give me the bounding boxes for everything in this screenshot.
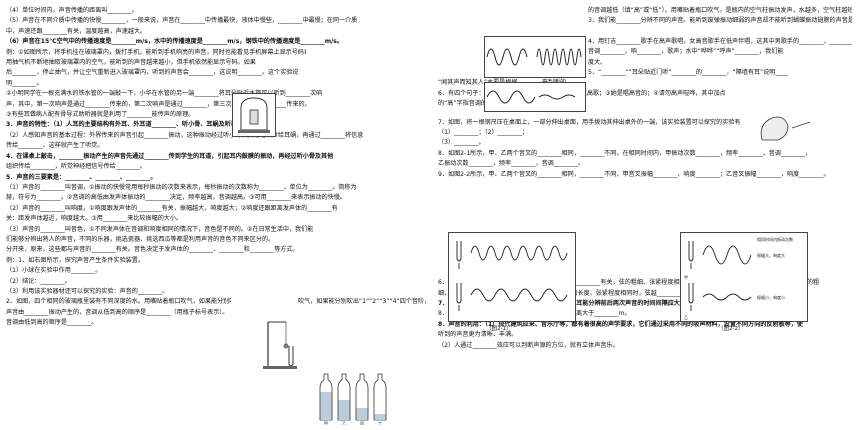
- text-line: 用抽气机不断地抽取玻璃罩内的空气，能听到的声音越来越小，但手机依然能显示号码。如…: [6, 59, 256, 67]
- figure-caption: （图2-2）: [718, 326, 744, 332]
- text-line: 组织传给________，听觉神经把信号传给________。: [6, 163, 147, 171]
- text-line: （3）________。: [438, 139, 485, 147]
- text-line: 例：1、如右图所示，探究声音产生条件实验装置。: [6, 256, 144, 264]
- text-line: （3）利用该实验器材还可以探究的实验：声音的________。: [6, 287, 169, 295]
- text-line: 8．如图2-1所示，甲、乙两个音叉的________相同，________不同，…: [438, 149, 812, 157]
- bell-jar-figure: [232, 93, 276, 137]
- figure-label: 相同时间内振动次数: [757, 236, 793, 242]
- figure-2-2: 相同时间内振动次数 甲 乙 振幅大，响度大 振幅小，响度小: [680, 232, 808, 322]
- text-line: （2）人通过________效应可以判断声源的方位，就有立体声音乐。: [438, 341, 619, 349]
- tuning-fork-ball-figure: [262, 316, 298, 370]
- bottle-label: 甲: [324, 421, 328, 425]
- left-column: （4）单位时间内，声音传播的距离叫________。 （5）声音在不同介质中传播…: [6, 6, 430, 329]
- text-line: 赫，符号为________。②音调的高低由发声体振动的________决定，频率…: [6, 194, 346, 202]
- text-line: 8．声音的利用：（1）现代建筑应采、音乐厅等，都有着很高的声学要求，它们通过采用…: [438, 320, 803, 328]
- text-line: 9．如图2-2所示，甲、乙两个音叉的________相同，________不同，…: [438, 170, 830, 178]
- figure-caption: （图2-1）: [486, 326, 512, 332]
- bottles-figure: 甲 乙 丙 丁: [316, 370, 388, 425]
- bottle-label: 丁: [378, 421, 382, 425]
- text-line: 关：距发声体越近，响度越大。③用________来比较振幅的大小。: [6, 215, 183, 223]
- text-line: 5．“________”“耳朵贴近门听”________的________，“隔…: [588, 69, 788, 77]
- text-line: （2）声音的________叫响度，①响度跟发声体的________有关，振幅越…: [6, 204, 338, 212]
- text-line: 细、长短相同时，弦拉得越紧，音调越高；③当弦的长度、张紧程度相同时，弦越____…: [438, 289, 718, 297]
- text-line: 传给________，这样就产生了听觉。: [6, 142, 104, 150]
- text-line: 度大。: [588, 58, 607, 66]
- text-line: 声，其中，第一次响声是通过________传来的，第二次响声是通过_______…: [6, 100, 311, 108]
- figure-label: 甲: [684, 275, 688, 280]
- text-line: （6）声音在15℃空气中的传播速度是________m/s，水中的传播速度是__…: [6, 38, 344, 46]
- waveform-figure-pitch: [484, 36, 586, 78]
- text-line: 音调由低到高的顺序是________。: [6, 319, 98, 327]
- text-line: 中，声速还跟________有关，温度越高，声速越大。: [6, 27, 147, 35]
- text-line: ②小明同学在一根充满水的铁水管的一端敲一下，小华在水管的另一端________将…: [6, 90, 323, 98]
- figure-label: 振幅小，响度小: [757, 294, 785, 300]
- text-line: 乙振动次数________，频率________，音调________。: [438, 160, 585, 168]
- text-line: 声音由________振动产生的，音调从低到高的顺序是________（用瓶子标…: [6, 308, 229, 316]
- hand-ear-figure: [754, 110, 814, 146]
- text-line: 分开来，原来，这些都与声音的________有关。音色决定于发声体的______…: [6, 246, 299, 254]
- text-line: （5）声音在不同介质中传播的快慢________，一般来说，声音在_______…: [6, 17, 358, 25]
- text-line: 5．声音的三要素是：________、________、________。: [6, 173, 157, 181]
- text-line: （4）单位时间内，声音传播的距离叫________。: [6, 7, 138, 14]
- text-line: 7．如图，将一根钢尺压在桌面上，一部分伸出桌面，用手拨动其伸出桌外的一端，该实验…: [438, 118, 741, 126]
- text-line: 3．声音的特性：（1）人耳的主要结构有外耳、外耳道________、听小骨、耳蜗…: [6, 121, 250, 129]
- bottle-label: 丙: [360, 421, 364, 425]
- text-line: 听到的声音更为清晰、丰满。: [438, 331, 518, 339]
- text-line: 例：①如图所示，将手机挂在玻璃罩内，拨打手机，能听到手机响亮的声音，同时也能看见…: [6, 48, 306, 56]
- figure-label: 振幅大，响度大: [757, 252, 785, 258]
- text-line: 7．回声是指声音碰到障碍物后反射回来的现象，人耳能分辨前后两次声音的时间间隔应大…: [438, 299, 721, 307]
- text-line: ③有些耳聋病人配有骨导式助听器就是利用了________能传声的原理。: [6, 111, 195, 119]
- text-line: 吹气，如果能分别吹出“1”“2”“3”“4”四个音阶，: [298, 298, 431, 306]
- text-line: （2）结论：________。: [6, 277, 71, 285]
- text-line: 后________，停止抽气，并让空气重新进入玻璃罩内，听到的声音会______…: [6, 69, 299, 77]
- figure-2-1: [448, 232, 576, 322]
- text-line: 的音调越低（填“高”或“低”）。用嘴贴着瓶口吹气，是瓶内的空气柱振动发声，水越多…: [588, 7, 852, 14]
- text-line: 4．在课桌上敲击，________振动产生的声音先通过________传到学生的…: [6, 152, 334, 160]
- text-line: 们能够分辨出熟人的声音，不同的乐器，挑选瓷器、挑选西瓜等都是利用声音的音色不同来…: [6, 235, 275, 243]
- text-line: 3．我们能________分辨不同的声音。能听到废弹振动细弱的声音却不能听到蝴蝶…: [588, 17, 852, 25]
- text-line: 4．用钉吉________歌手在高声歌唱，女高音歌手在低声伴唱，这其中男歌手的_…: [588, 37, 852, 45]
- text-line: 明________。: [6, 79, 43, 87]
- figure-label: 乙: [684, 314, 688, 320]
- text-line: 6．拨乐器的音调高低与弦的________，________和________有…: [438, 279, 820, 287]
- text-line: （1）声音的________叫音调，①振动的快慢常用每秒振动的次数来表示，每秒振…: [6, 183, 357, 191]
- waveform-figure-loudness: [484, 82, 586, 112]
- text-line: （2）人感知声音的基本过程：外界传来的声音引起________振动，这种振动经过…: [6, 131, 364, 139]
- text-line: （1）小球在实验中作用________。: [6, 267, 102, 275]
- bottle-label: 乙: [342, 420, 346, 425]
- text-line: （1）________；（2）________；: [438, 129, 529, 137]
- text-line: 2、如图，四个相同的玻璃瓶里装有不同深度的水。用嘴贴着瓶口吹气，如果能分别吹出“…: [6, 298, 231, 306]
- text-line: 音调________，响________，歌声；水中“哗哗”“呼声”______…: [588, 48, 784, 56]
- text-line: （3）声音的________叫音色，①不同发声体在音调和响度相同的情况下，音色是…: [6, 225, 314, 233]
